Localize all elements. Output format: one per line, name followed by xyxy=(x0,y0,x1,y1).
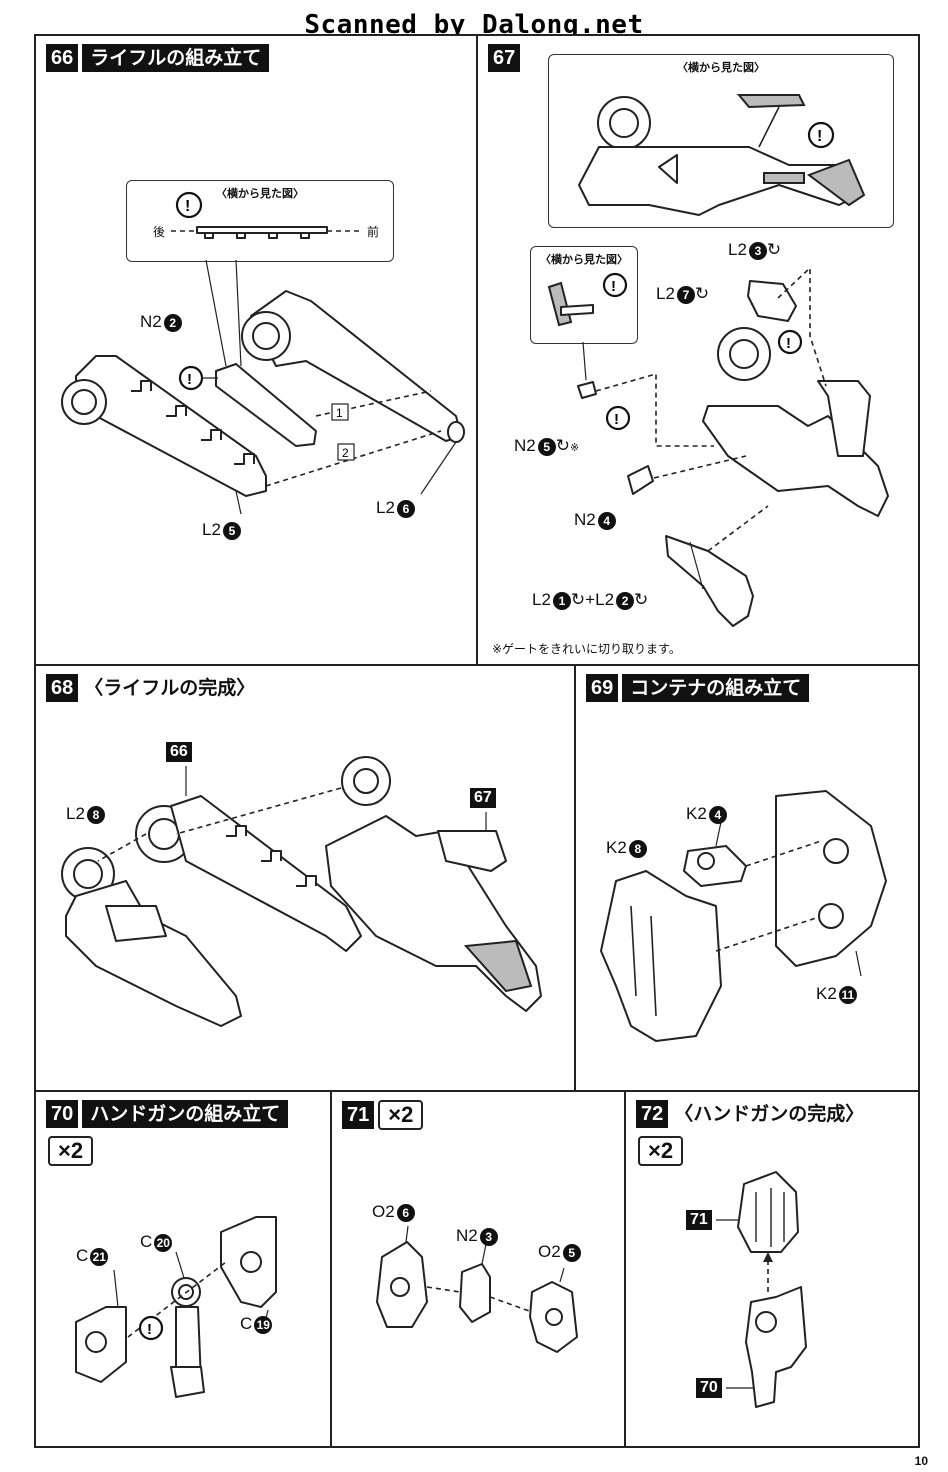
step-72-panel: 72 〈ハンドガンの完成〉 ×2 71 70 xyxy=(624,1090,920,1448)
ref-step-66: 66 xyxy=(166,742,192,762)
warning-icon xyxy=(602,272,628,298)
svg-text:!: ! xyxy=(147,1321,152,1338)
side-view-drawing: ! xyxy=(578,94,866,216)
svg-text:!: ! xyxy=(185,198,190,215)
step-number: 69 xyxy=(586,674,619,702)
step-number: 70 xyxy=(46,1100,79,1128)
svg-text:!: ! xyxy=(817,128,822,145)
step-69-diagram xyxy=(600,790,887,1042)
step-67-diagram: ! ! xyxy=(577,266,889,627)
side-view-inset: 〈横から見た図〉 後 前 ! xyxy=(126,180,394,262)
svg-text:!: ! xyxy=(786,335,791,352)
step-67-panel: 67 〈横から見た図〉 ! 〈横から見た図〉 ! xyxy=(476,34,920,666)
warning-icon xyxy=(605,405,631,431)
step-71-diagram xyxy=(376,1225,578,1353)
step-title: 〈ハンドガンの完成〉 xyxy=(674,1103,865,1125)
side-view-drawing: ! xyxy=(547,272,628,327)
warning-icon xyxy=(175,191,203,219)
sequence-2: 2 xyxy=(342,446,349,460)
ref-step-67: 67 xyxy=(470,788,496,808)
inset-title: 〈横から見た図〉 xyxy=(540,253,628,266)
step-number: 67 xyxy=(488,44,521,72)
gate-note: ※ゲートをきれいに切り取ります。 xyxy=(492,642,681,656)
inset-title: 〈横から見た図〉 xyxy=(216,187,304,200)
quantity-badge: ×2 xyxy=(638,1136,684,1166)
page-number: 10 xyxy=(914,1454,928,1468)
sequence-1: 1 xyxy=(336,406,343,420)
side-view-inset-large: 〈横から見た図〉 ! xyxy=(548,54,894,228)
step-70-diagram: ! xyxy=(75,1216,277,1398)
cut-gate-icon: ↻ xyxy=(570,590,586,609)
step-66-panel: 66 ライフルの組み立て 〈横から見た図〉 後 前 ! 1 xyxy=(34,34,478,666)
back-label: 後 xyxy=(153,225,166,239)
warning-icon xyxy=(777,329,803,355)
front-label: 前 xyxy=(367,225,380,239)
step-title: 〈ライフルの完成〉 xyxy=(84,677,256,699)
svg-text:!: ! xyxy=(614,411,619,428)
step-title: ライフルの組み立て xyxy=(82,44,270,72)
step-number: 66 xyxy=(46,44,79,72)
ref-step-70: 70 xyxy=(696,1378,722,1398)
inset-title: 〈横から見た図〉 xyxy=(677,61,765,74)
step-number: 68 xyxy=(46,674,79,702)
warning-icon xyxy=(138,1315,164,1341)
quantity-badge: ×2 xyxy=(378,1100,424,1130)
cut-gate-icon: ↻ xyxy=(555,436,570,455)
quantity-badge: ×2 xyxy=(48,1136,94,1166)
warning-icon xyxy=(807,121,835,149)
svg-text:!: ! xyxy=(611,278,616,295)
cut-gate-icon: ↻ xyxy=(766,240,782,259)
side-view-drawing: ! xyxy=(171,191,363,239)
step-number: 71 xyxy=(342,1101,375,1129)
step-68-diagram xyxy=(61,756,542,1027)
ref-step-71: 71 xyxy=(686,1210,712,1230)
step-title: コンテナの組み立て xyxy=(622,674,810,702)
step-title: ハンドガンの組み立て xyxy=(82,1100,289,1128)
step-72-diagram xyxy=(716,1171,807,1408)
cut-gate-icon: ↻ xyxy=(634,590,649,609)
step-number: 72 xyxy=(636,1100,669,1128)
side-view-inset-small: 〈横から見た図〉 ! xyxy=(530,246,638,344)
cut-gate-icon: ↻ xyxy=(694,284,710,303)
svg-text:!: ! xyxy=(187,371,192,388)
step-66-diagram: 1 2 ! xyxy=(61,259,465,515)
